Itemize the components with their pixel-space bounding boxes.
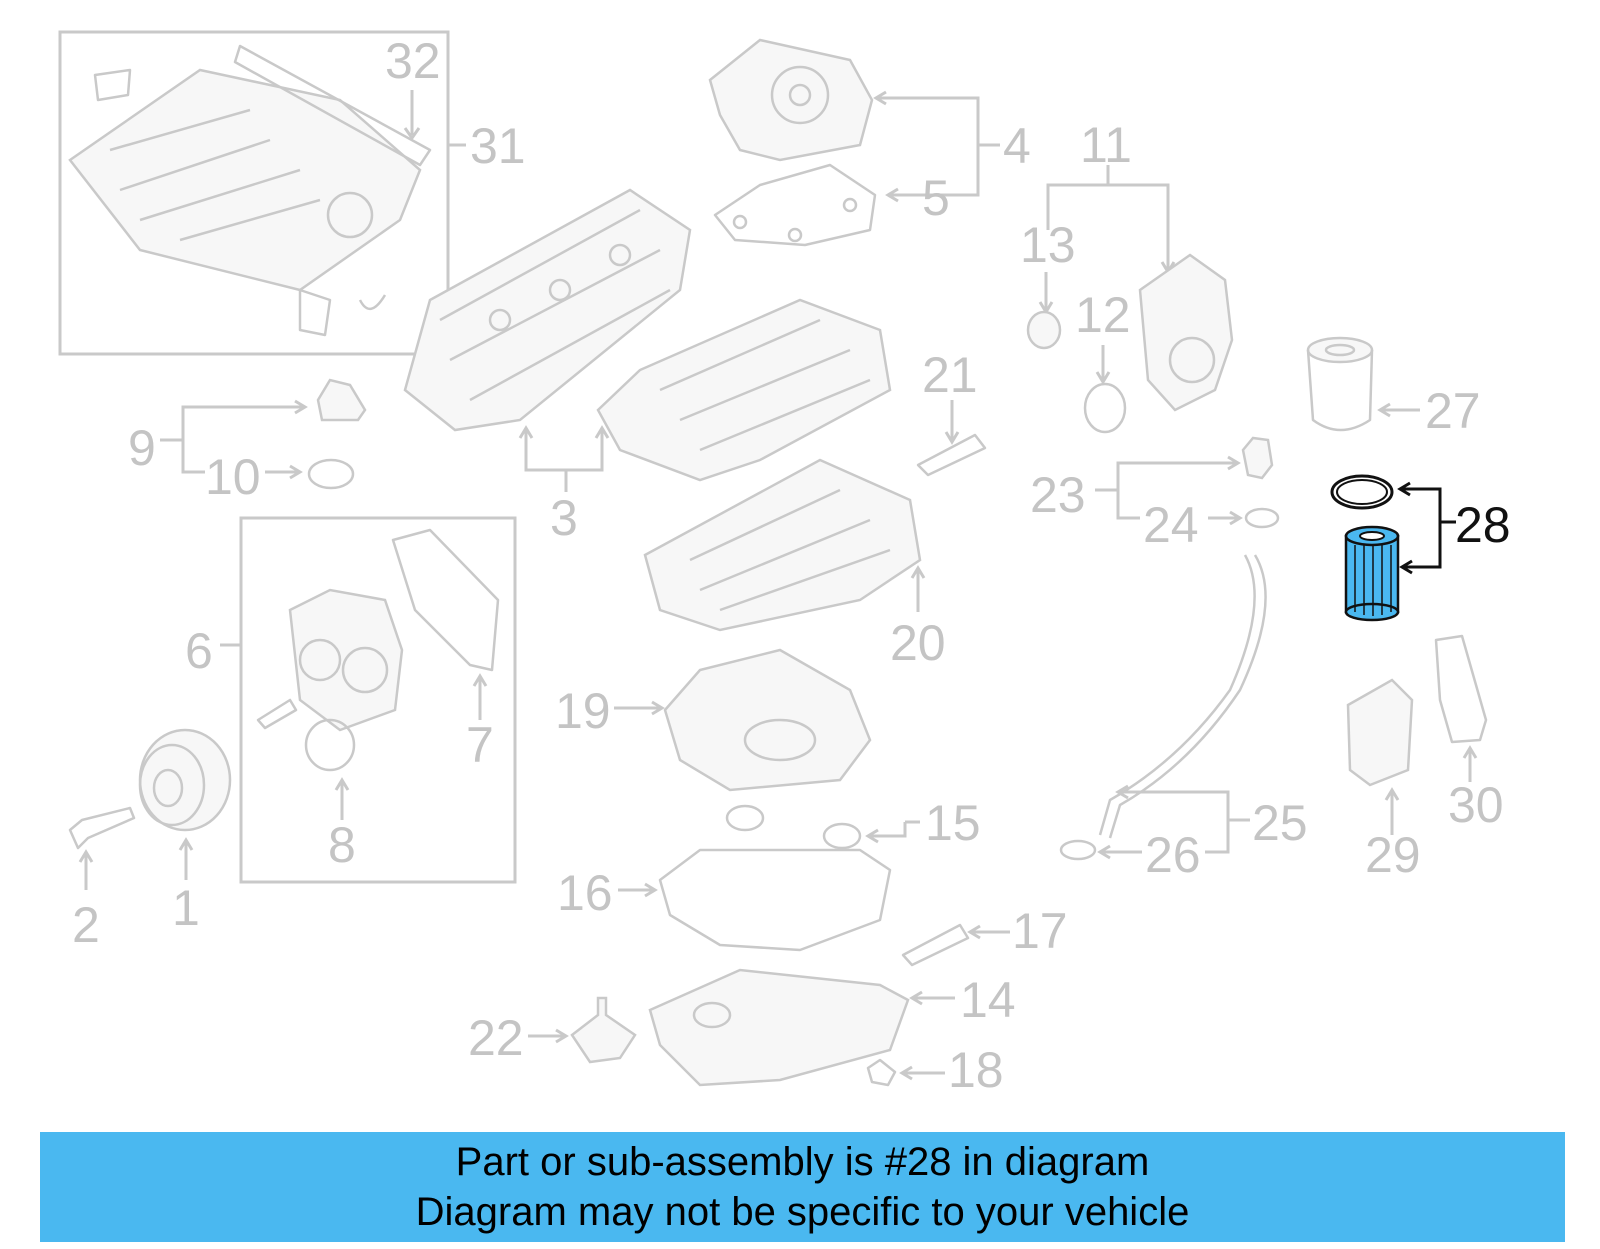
- label-2: 2: [72, 897, 100, 953]
- banner-line-2: Diagram may not be specific to your vehi…: [415, 1190, 1190, 1234]
- lower-oil-pan-part[interactable]: [648, 968, 910, 1087]
- seal-24-part[interactable]: [1244, 507, 1280, 529]
- label-13: 13: [1020, 217, 1076, 273]
- timing-cover-part[interactable]: [288, 588, 404, 732]
- seal-26-part[interactable]: [1059, 839, 1097, 861]
- label-16: 16: [557, 865, 613, 921]
- sealant-17-part[interactable]: [901, 923, 970, 967]
- label-27: 27: [1425, 383, 1481, 439]
- leader-22: [528, 1028, 569, 1044]
- label-29: 29: [1365, 827, 1421, 883]
- label-22: 22: [468, 1010, 524, 1066]
- leader-13: [1038, 272, 1054, 315]
- label-11: 11: [1080, 117, 1132, 173]
- label-15: 15: [925, 795, 981, 851]
- leader-2: [78, 849, 94, 890]
- drain-plug-part[interactable]: [866, 1058, 897, 1087]
- label-10: 10: [205, 449, 261, 505]
- leader-12: [1095, 345, 1111, 385]
- leader-27: [1377, 402, 1420, 418]
- oil-baffle-part[interactable]: [663, 648, 872, 792]
- plug-13-part[interactable]: [1026, 310, 1062, 350]
- oil-cooler-part[interactable]: [1346, 678, 1414, 787]
- label-25: 25: [1252, 795, 1308, 851]
- label-9: 9: [128, 420, 156, 476]
- leader-7: [472, 673, 488, 720]
- label-6: 6: [185, 623, 213, 679]
- leader-18: [899, 1065, 945, 1081]
- timing-gasket-part[interactable]: [391, 528, 500, 672]
- front-cover-part[interactable]: [1138, 253, 1234, 412]
- oil-level-sensor-part[interactable]: [570, 996, 637, 1064]
- pulley-bolt-part[interactable]: [68, 806, 136, 850]
- timing-bolt-part[interactable]: [256, 698, 298, 730]
- leader-32: [403, 90, 421, 141]
- label-7: 7: [466, 717, 494, 773]
- label-32: 32: [385, 33, 441, 89]
- upper-oil-pan-part[interactable]: [643, 458, 922, 632]
- label-14: 14: [960, 972, 1016, 1028]
- label-1: 1: [172, 880, 200, 936]
- leader-20: [910, 565, 926, 612]
- seal-15b-part[interactable]: [822, 822, 862, 850]
- oil-filter-27-part[interactable]: [1306, 336, 1374, 432]
- info-banner: Part or sub-assembly is #28 in diagram D…: [40, 1132, 1565, 1242]
- label-20: 20: [890, 615, 946, 671]
- leader-8: [334, 777, 350, 820]
- label-23: 23: [1030, 467, 1086, 523]
- intake-manifold-part[interactable]: [68, 44, 432, 337]
- upper-cover-part[interactable]: [708, 38, 874, 162]
- leader-28: [1397, 481, 1456, 575]
- label-19: 19: [555, 683, 611, 739]
- oil-filter-28-part[interactable]: [1330, 474, 1400, 622]
- label-26: 26: [1145, 827, 1201, 883]
- cap-seal-part[interactable]: [307, 458, 355, 490]
- timing-seal-part[interactable]: [304, 718, 356, 772]
- label-21: 21: [922, 347, 978, 403]
- leader-1: [178, 837, 194, 880]
- leader-14: [909, 990, 955, 1006]
- label-5: 5: [922, 170, 950, 226]
- leader-17: [967, 924, 1010, 940]
- parts-diagram: 32 31 4 5 3 9 10 6 7: [58, 30, 1511, 1098]
- cover-gasket-part[interactable]: [713, 163, 877, 247]
- banner-line-1: Part or sub-assembly is #28 in diagram: [455, 1140, 1150, 1184]
- label-8: 8: [328, 817, 356, 873]
- valve-cover-part[interactable]: [596, 298, 892, 482]
- dipstick-cap-part[interactable]: [1241, 436, 1274, 480]
- label-30: 30: [1448, 777, 1504, 833]
- leader-29: [1384, 787, 1400, 835]
- pulley-part[interactable]: [138, 728, 232, 832]
- label-28: 28: [1455, 497, 1511, 553]
- oil-pan-gasket-part[interactable]: [658, 848, 892, 952]
- label-24: 24: [1143, 497, 1199, 553]
- label-31: 31: [470, 118, 526, 174]
- leader-30: [1462, 745, 1478, 782]
- label-12: 12: [1075, 287, 1131, 343]
- seal-12-part[interactable]: [1083, 382, 1127, 434]
- leader-23-24: [1095, 455, 1243, 526]
- label-4: 4: [1003, 118, 1031, 174]
- leader-16: [618, 882, 658, 898]
- oil-cap-part[interactable]: [316, 378, 367, 422]
- leader-25-26: [1097, 784, 1250, 860]
- intake-manifold-box: [58, 30, 450, 356]
- label-3: 3: [550, 490, 578, 546]
- cylinder-head-part[interactable]: [403, 188, 692, 432]
- label-17: 17: [1012, 903, 1068, 959]
- sealant-tube-part[interactable]: [916, 433, 987, 477]
- cooler-gasket-part[interactable]: [1434, 634, 1488, 744]
- label-18: 18: [948, 1042, 1004, 1098]
- leader-3: [518, 425, 610, 472]
- timing-cover-box: [239, 516, 517, 884]
- leader-15: [865, 820, 920, 844]
- leader-21: [944, 400, 960, 445]
- leader-19: [614, 700, 665, 716]
- dipstick-tube-part[interactable]: [1098, 554, 1267, 839]
- seal-15a-part[interactable]: [725, 804, 765, 832]
- leader-9-10: [160, 399, 308, 480]
